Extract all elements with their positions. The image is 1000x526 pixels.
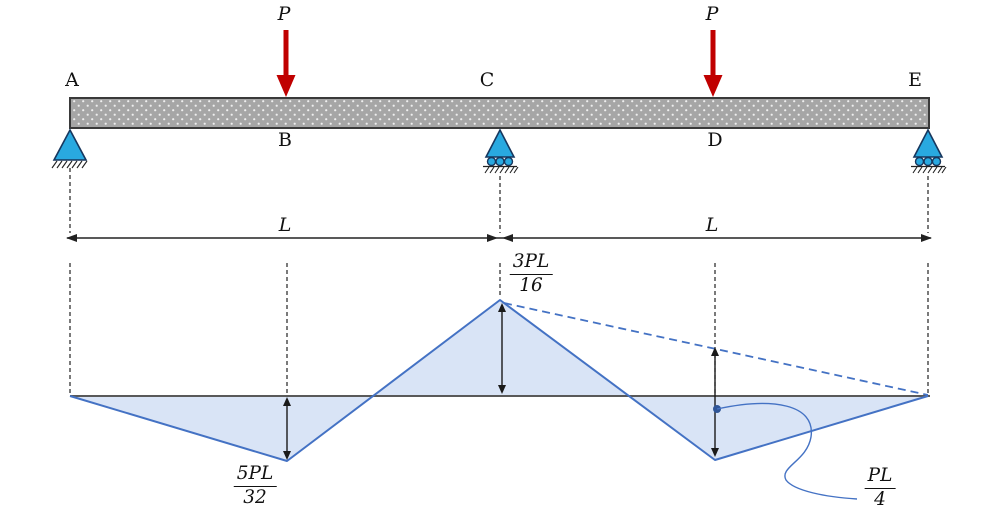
extension-lines-upper [69, 168, 929, 233]
load-arrow-b-icon [276, 30, 296, 97]
moment-value-d: PL 4 [864, 465, 896, 510]
dimension-line [66, 234, 932, 242]
moment-value-b: 5PL 32 [233, 463, 277, 508]
span-label-l-right: L [705, 214, 719, 236]
load-arrow-d-icon [703, 30, 723, 97]
moment-value-d-denominator: 4 [874, 488, 886, 510]
magnitude-arrow-b [283, 397, 291, 460]
moment-value-c-numerator: 3PL [509, 251, 553, 275]
load-label-p-left: P [277, 3, 291, 25]
magnitude-arrow-d [711, 347, 719, 457]
moment-value-c-denominator: 16 [519, 274, 543, 296]
point-label-a: A [65, 69, 79, 91]
roller-support-c-icon [483, 128, 519, 174]
moment-value-d-numerator: PL [864, 465, 896, 489]
load-label-p-right: P [705, 3, 719, 25]
point-label-e: E [908, 69, 922, 91]
superposition-dashed-line [503, 302, 929, 396]
moment-fill [70, 300, 928, 461]
pin-support-a-icon [51, 128, 88, 169]
leader-curve [716, 402, 858, 500]
point-label-b: B [278, 129, 292, 151]
moment-value-b-numerator: 5PL [233, 463, 277, 487]
span-label-l-left: L [278, 214, 292, 236]
moment-value-c: 3PL 16 [509, 251, 553, 296]
magnitude-arrow-c [498, 303, 506, 394]
point-label-c: C [479, 69, 495, 91]
point-label-d: D [707, 129, 723, 151]
beam [69, 97, 930, 129]
roller-support-e-icon [911, 128, 947, 174]
moment-curve [69, 299, 929, 462]
moment-value-b-denominator: 32 [243, 486, 267, 508]
